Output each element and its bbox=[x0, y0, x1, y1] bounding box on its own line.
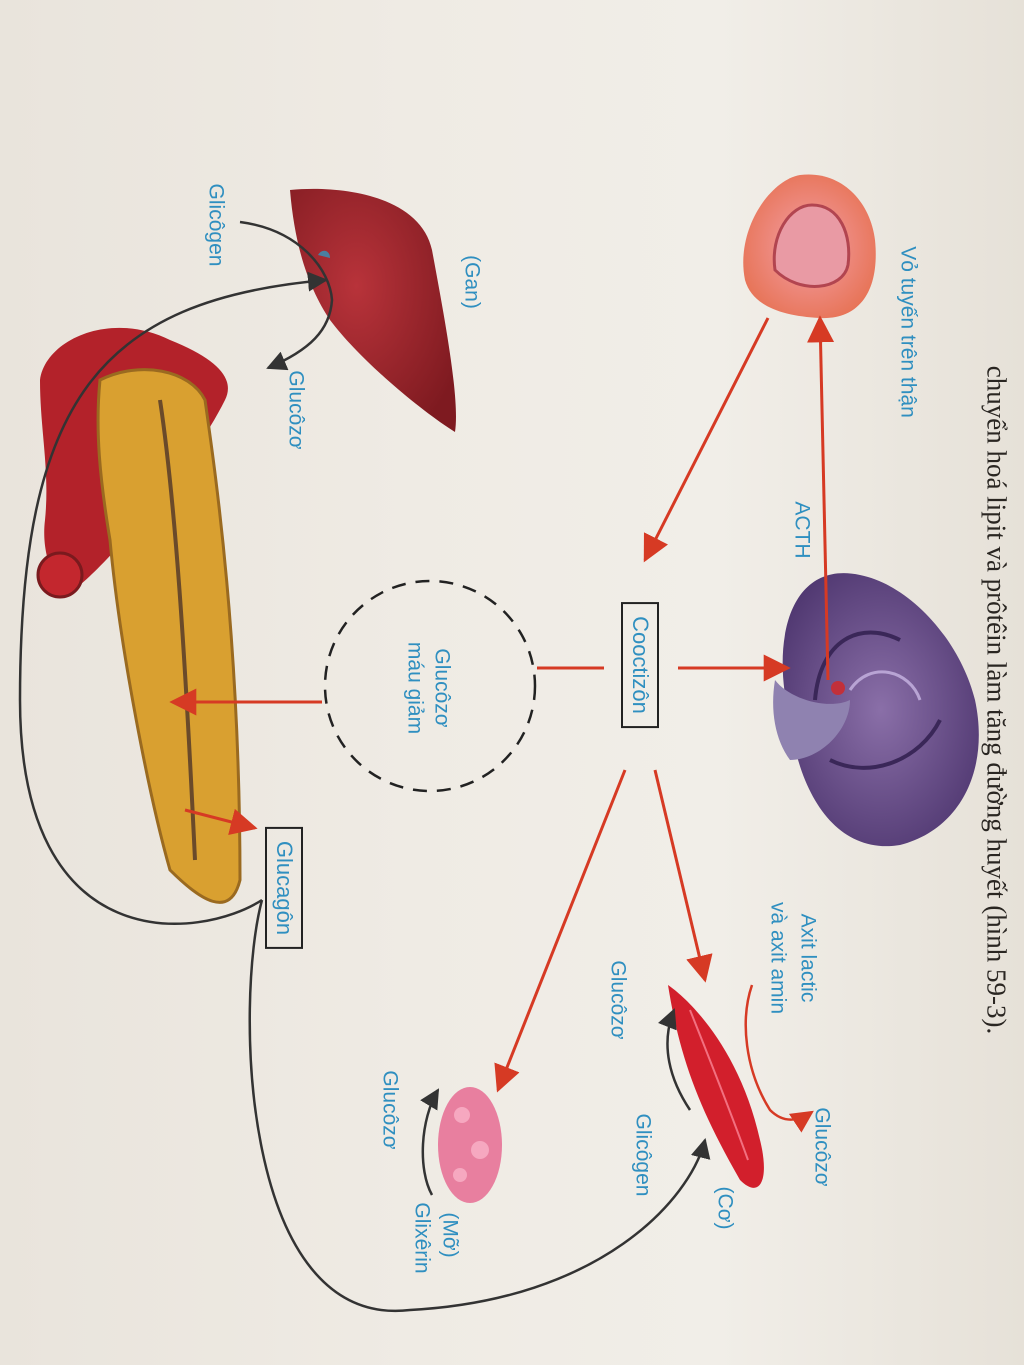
brain-image bbox=[773, 573, 979, 847]
muscle-glucose-in-label: Glucôzơ bbox=[606, 960, 630, 1040]
page-header-text: chuyển hoá lipit và prôtêin làm tăng đườ… bbox=[981, 365, 1012, 1035]
liver-glycogen-label: Glicôgen bbox=[204, 183, 228, 267]
arrow-cortisol-to-muscle bbox=[653, 769, 713, 983]
muscle-acids-label-line1: Axit lactic bbox=[796, 913, 820, 1003]
glucagon-box: Glucagôn bbox=[265, 826, 303, 950]
blood-glucose-label-line2: máu giảm bbox=[403, 641, 427, 735]
arrow-glucagon-to-muscle bbox=[248, 899, 711, 1313]
liver-label: (Gan) bbox=[460, 255, 484, 309]
fat-label: (Mỡ) bbox=[438, 1212, 462, 1258]
pancreas-image bbox=[36, 327, 242, 904]
arrow-fat-glycerin-to-glucose bbox=[420, 1088, 440, 1196]
muscle-image bbox=[668, 985, 764, 1188]
liver-image bbox=[290, 188, 456, 432]
liver-glucose-label: Glucôzơ bbox=[284, 370, 308, 450]
blood-glucose-label-line1: Glucôzơ bbox=[430, 648, 454, 728]
blood-glucose-circle bbox=[323, 579, 537, 793]
arrow-brain-to-adrenal bbox=[807, 315, 835, 681]
arrow-adrenal-to-cortisol bbox=[643, 317, 770, 563]
adrenal-gland-image bbox=[743, 174, 876, 319]
muscle-acids-label-line2: và axit amin bbox=[766, 901, 790, 1015]
adrenal-cortex-label: Vỏ tuyến trên thận bbox=[896, 246, 920, 418]
arrow-muscle-acids-to-glucose bbox=[744, 984, 814, 1133]
fat-glycerin-label: Glixêrin bbox=[410, 1202, 434, 1274]
muscle-glucose-out-label: Glucôzơ bbox=[810, 1107, 834, 1187]
cortisol-box: Cooctizôn bbox=[621, 602, 659, 728]
arrow-muscle-glycogen-to-glucose bbox=[658, 1008, 692, 1111]
muscle-glycogen-label: Glicôgen bbox=[631, 1113, 655, 1197]
fat-glucose-label: Glucôzơ bbox=[378, 1070, 402, 1150]
arrow-glucagon-to-liver bbox=[18, 271, 328, 925]
arrow-cortisol-to-fat bbox=[494, 769, 627, 1093]
fat-image bbox=[438, 1087, 502, 1203]
arrow-liver-glycogen-to-glucose bbox=[239, 220, 334, 371]
arrow-pancreas-to-glucagon bbox=[184, 808, 258, 836]
muscle-label: (Cơ) bbox=[713, 1186, 737, 1230]
acth-label: ACTH bbox=[790, 501, 814, 559]
